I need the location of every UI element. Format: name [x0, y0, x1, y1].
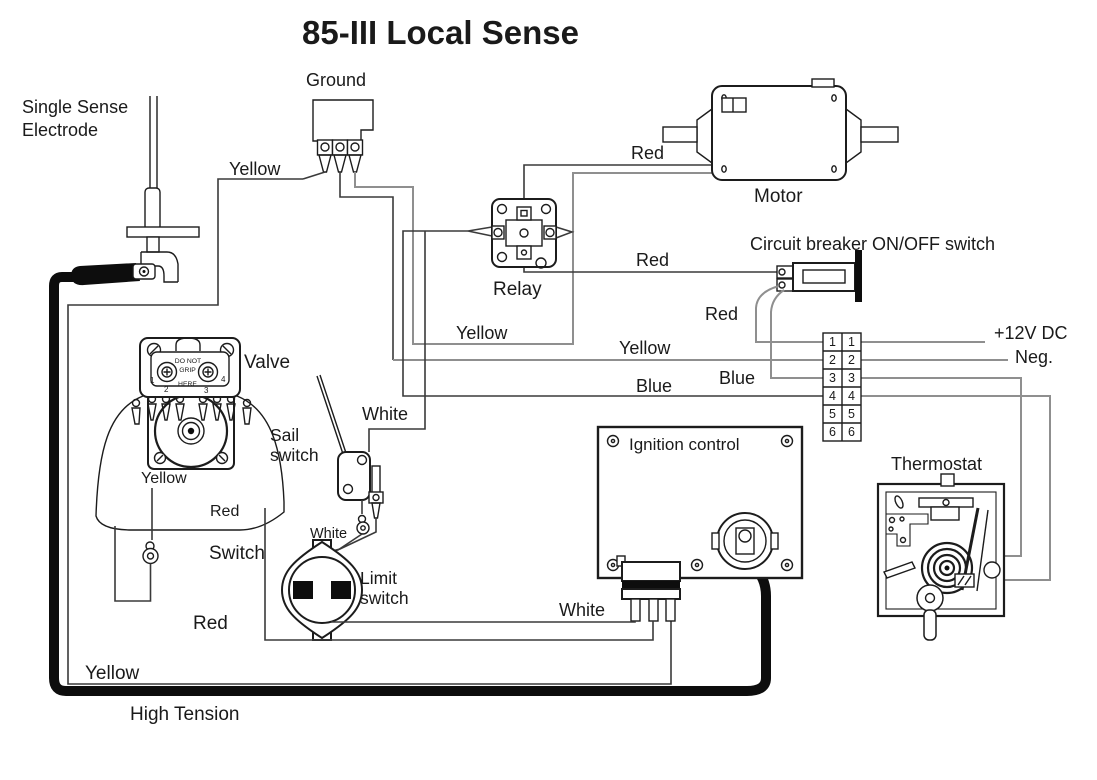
ground-label: Ground [306, 70, 366, 90]
single-sense-electrode [71, 96, 200, 286]
thermostat-lever-handle [923, 609, 937, 641]
thermostat-coil [920, 541, 974, 595]
red-wire-breaker-to-terminal1 [755, 285, 823, 343]
terminal-6-left: 6 [829, 425, 836, 439]
blue-wire-breaker-to-terminal3 [770, 289, 823, 379]
relay [491, 198, 557, 269]
thermostat-bracket [886, 513, 929, 547]
red-valve-label: Red [210, 503, 239, 520]
white-wire-limit-to-ignition [331, 621, 636, 623]
thermostat-label: Thermostat [891, 454, 982, 474]
motor [662, 78, 899, 181]
yellow-wire-main-run [67, 178, 672, 685]
ignition-wire-connector [616, 555, 681, 622]
terminal-3-right: 3 [848, 371, 855, 385]
blue-wire-mid-label: Blue [636, 376, 672, 396]
blue-wire-relay-to-terminal4 [402, 230, 823, 397]
electrode-elbow [140, 251, 179, 283]
white-limit-label: White [559, 600, 605, 620]
terminal-4-right: 4 [848, 389, 855, 403]
ground-left-lug-wire [302, 171, 326, 180]
ground-terminal [312, 99, 374, 173]
red-wire-block-label: Red [705, 304, 738, 324]
electrode-label-line2: Electrode [22, 120, 98, 140]
terminal-1-left: 1 [829, 335, 836, 349]
ignition-control [596, 425, 804, 622]
circuit-breaker-switch [776, 250, 862, 302]
sail-switch-label-line2: switch [270, 445, 319, 465]
plus-12v-label: +12V DC [994, 323, 1068, 343]
switch-label: Switch [209, 543, 265, 564]
terminal-6-right: 6 [848, 425, 855, 439]
valve-terminal-2: 2 [164, 385, 169, 394]
limit-switch-label-line1: Limit [360, 568, 397, 588]
relay-right-funnel [555, 226, 575, 239]
electrode-label-line1: Single Sense [22, 97, 128, 117]
ignition-control-label: Ignition control [629, 435, 740, 454]
valve-terminal-3: 3 [204, 386, 209, 395]
sail-switch-label-line1: Sail [270, 425, 299, 445]
yellow-valve-label: Yellow [141, 470, 187, 487]
valve-terminal-4: 4 [221, 375, 226, 384]
motor-ground-gray-wire [354, 172, 712, 345]
valve-label: Valve [244, 352, 290, 373]
terminal-2-right: 2 [848, 353, 855, 367]
yellow-wire-top-label: Yellow [229, 159, 281, 179]
terminal-block-numbers: 1 1 2 2 3 3 4 4 5 5 6 6 [829, 335, 855, 439]
white-wire-to-sail-switch [368, 231, 426, 452]
terminal-1-right: 1 [848, 335, 855, 349]
relay-top-red-wire [523, 164, 712, 199]
valve-warning-line1: DO NOT [175, 358, 201, 365]
terminal-5-right: 5 [848, 407, 855, 421]
blue-wire-breaker-label: Blue [719, 368, 755, 388]
red-wire-motor-label: Red [631, 143, 664, 163]
terminal-2-left: 2 [829, 353, 836, 367]
yellow-bottom-label: Yellow [85, 663, 140, 684]
wire-terminal3-to-thermostat [861, 377, 1022, 557]
valve-boot [95, 395, 285, 531]
valve-warning-line2: GRIP [179, 367, 196, 374]
circuit-breaker-label: Circuit breaker ON/OFF switch [750, 234, 995, 254]
relay-bottom-red-wire [523, 267, 777, 273]
wire-terminal4-to-thermostat [861, 395, 1051, 581]
thermostat-lever-rod [883, 561, 916, 579]
red-wire-valve-to-ignition [264, 508, 654, 641]
ignition-round-connector [711, 512, 779, 570]
ignition-screws [606, 434, 794, 572]
limit-switch [280, 539, 364, 641]
sail-switch [316, 374, 384, 552]
yellow-wire-relay-label: Yellow [456, 323, 508, 343]
ground-lugs [316, 139, 364, 173]
white-wire-top-label: White [362, 404, 408, 424]
electrode-cable-boot [71, 263, 140, 286]
relay-left-funnel [467, 226, 493, 237]
thermostat [876, 473, 1006, 641]
valve: DO NOT GRIP HERE 1 2 3 4 [95, 337, 285, 602]
high-tension-label: High Tension [130, 704, 240, 725]
red-bottom-label: Red [193, 613, 228, 634]
neg-label: Neg. [1015, 347, 1053, 367]
high-tension-cable [49, 272, 771, 696]
sail-switch-arm [316, 374, 350, 464]
valve-crimp-lugs [131, 394, 252, 425]
ground-middle-lug-wire [339, 172, 394, 360]
terminal-block: 1 1 2 2 3 3 4 4 5 5 6 6 [822, 332, 1051, 581]
yellow-wire-mid-label: Yellow [619, 338, 671, 358]
valve-warning-line3: HERE [178, 381, 197, 388]
terminal-4-left: 4 [829, 389, 836, 403]
valve-yellow-lead-ring-terminal [114, 488, 159, 602]
white-sail-label: White [310, 526, 347, 542]
motor-label: Motor [754, 186, 803, 207]
terminal-5-left: 5 [829, 407, 836, 421]
limit-switch-label-line2: switch [360, 588, 409, 608]
terminal-3-left: 3 [829, 371, 836, 385]
valve-terminal-1: 1 [150, 376, 155, 385]
red-wire-breaker-label: Red [636, 250, 669, 270]
relay-label: Relay [493, 279, 542, 300]
page-title: 85-III Local Sense [302, 14, 579, 51]
